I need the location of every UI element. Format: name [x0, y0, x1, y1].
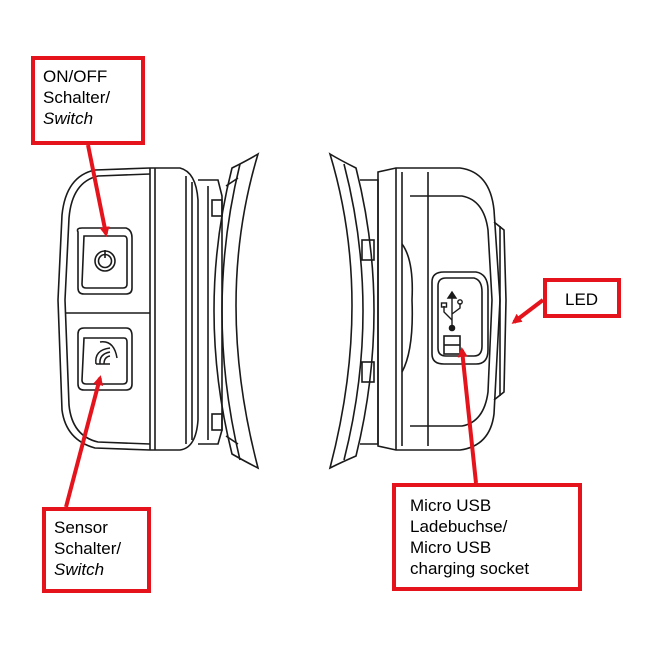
usb-socket-callout: Micro USB Ladebuchse/ Micro USB charging…	[392, 483, 582, 591]
usb-callout-line2: Ladebuchse/	[410, 517, 508, 536]
sensor-switch-callout: Sensor Schalter/ Switch	[42, 507, 151, 593]
usb-callout-line1: Micro USB	[410, 496, 492, 515]
led-callout-label: LED	[565, 290, 599, 309]
power-icon	[94, 250, 116, 272]
left-headlamp-view	[57, 152, 260, 470]
right-headlamp-view	[328, 152, 507, 470]
onoff-switch-callout: ON/OFF Schalter/ Switch	[31, 56, 145, 145]
onoff-callout-line3: Switch	[43, 109, 94, 128]
arrow-usb	[457, 347, 478, 484]
sensor-callout-line1: Sensor	[54, 518, 108, 537]
usb-callout-line4: charging socket	[410, 559, 530, 578]
arrow-onoff	[86, 144, 110, 237]
arrow-led	[511, 298, 545, 324]
usb-icon	[440, 290, 463, 332]
sensor-callout-line2: Schalter/	[54, 539, 122, 558]
onoff-callout-line1: ON/OFF	[43, 67, 108, 86]
onoff-callout-line2: Schalter/	[43, 88, 111, 107]
usb-callout-line3: Micro USB	[410, 538, 492, 557]
led-callout: LED	[543, 278, 621, 318]
sensor-callout-line3: Switch	[54, 560, 105, 579]
callout-arrows	[64, 144, 545, 508]
arrow-sensor	[64, 375, 104, 508]
sensor-wave-icon	[95, 341, 118, 365]
